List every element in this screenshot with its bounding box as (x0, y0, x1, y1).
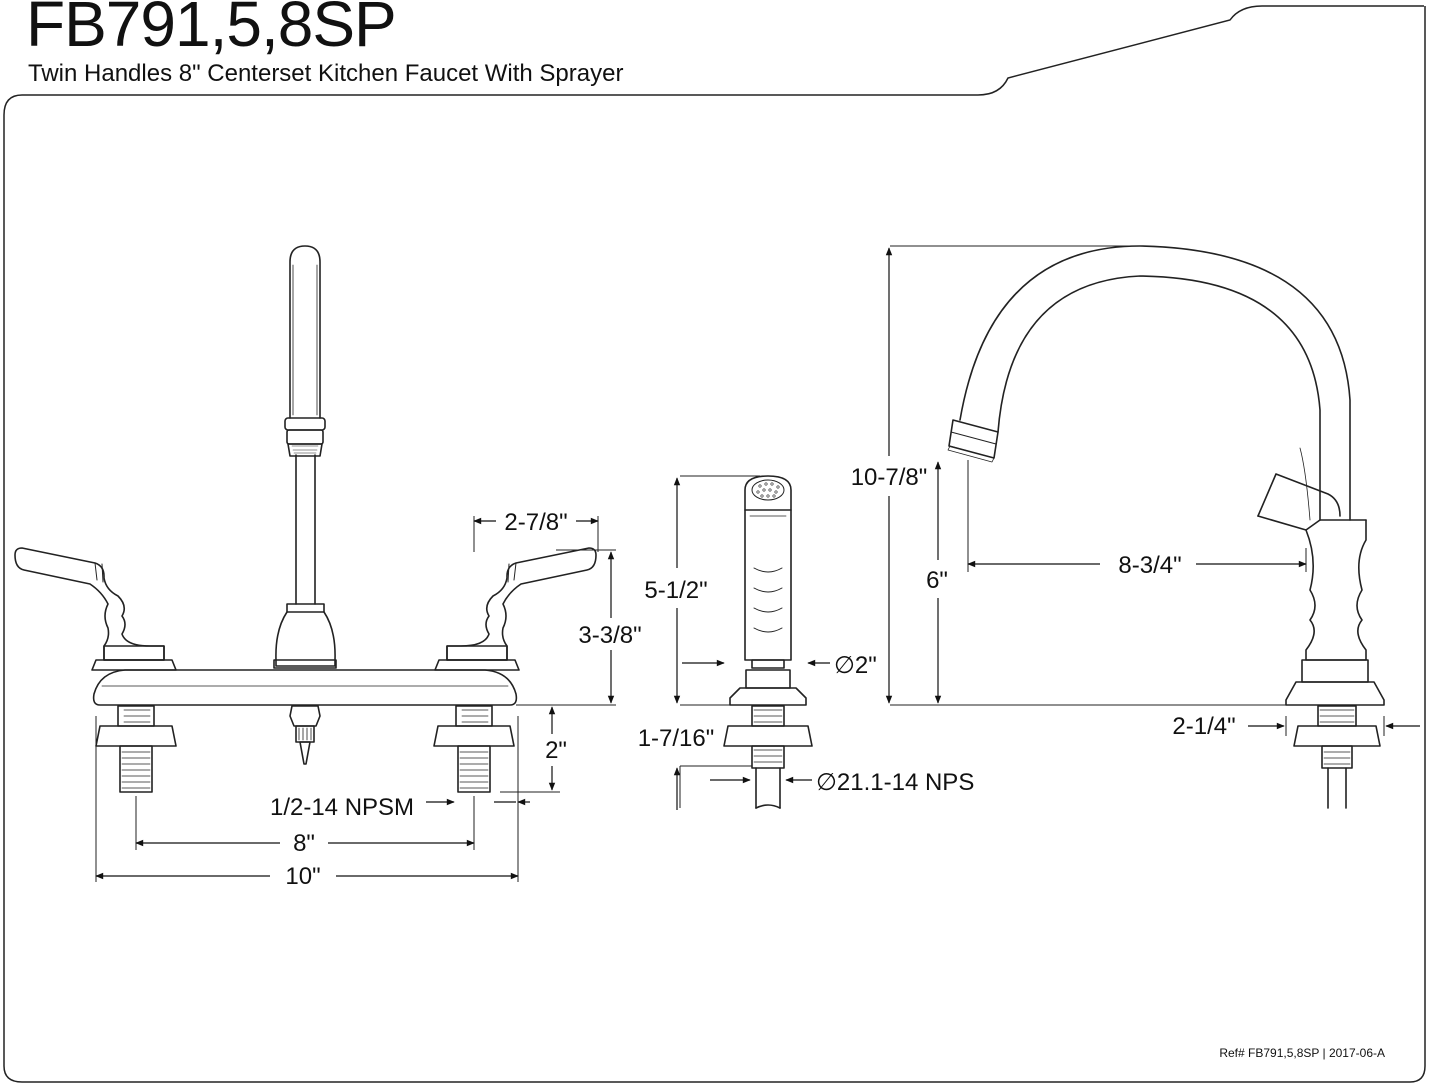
dim-spout-clearance: 6" (926, 567, 948, 594)
dim-handle-height: 3-3/8" (578, 622, 641, 649)
dim-spout-reach: 8-3/4" (1118, 552, 1181, 579)
spout-arc (959, 245, 1351, 521)
dim-base-offset: 2-1/4" (1172, 713, 1235, 740)
reference-number: Ref# FB791,5,8SP | 2017-06-A (1219, 1046, 1385, 1060)
sprayer-head (744, 475, 792, 511)
side-faucet-view (947, 245, 1385, 809)
spout-tube (289, 245, 321, 605)
dim-spout-height: 10-7/8" (851, 464, 928, 491)
dim-inlet-thread: 1/2-14 NPSM (270, 794, 414, 821)
right-shank (433, 705, 515, 793)
dim-center-spacing: 8" (293, 830, 315, 857)
left-shank (95, 705, 177, 793)
dim-sprayer-height: 5-1/2" (644, 577, 707, 604)
dim-overall-width: 10" (285, 863, 320, 890)
sprayer-view (723, 475, 813, 809)
dim-deck-thickness: 2" (545, 737, 567, 764)
center-body (275, 603, 336, 667)
sheet-border (3, 5, 1426, 1083)
aerator (284, 417, 326, 431)
product-subtitle: Twin Handles 8" Centerset Kitchen Faucet… (28, 60, 624, 87)
model-number: FB791,5,8SP (26, 0, 397, 60)
mounted-sprayer (1257, 473, 1341, 517)
sprayer-base (729, 687, 807, 706)
dim-sprayer-thread: ∅21.1-14 NPS (816, 769, 974, 796)
deck-plate (92, 669, 518, 706)
faucet-body (1305, 519, 1367, 661)
dimension-lines (95, 245, 1385, 882)
sprayer-body (744, 509, 792, 661)
dim-handle-width: 2-7/8" (504, 509, 567, 536)
right-handle (434, 547, 597, 671)
left-handle (14, 547, 177, 671)
hose-connector (289, 705, 321, 765)
dim-sprayer-mount-thickness: 1-7/16" (638, 725, 715, 752)
front-faucet-view (14, 245, 597, 793)
dim-sprayer-base-dia: ∅2" (834, 652, 877, 679)
